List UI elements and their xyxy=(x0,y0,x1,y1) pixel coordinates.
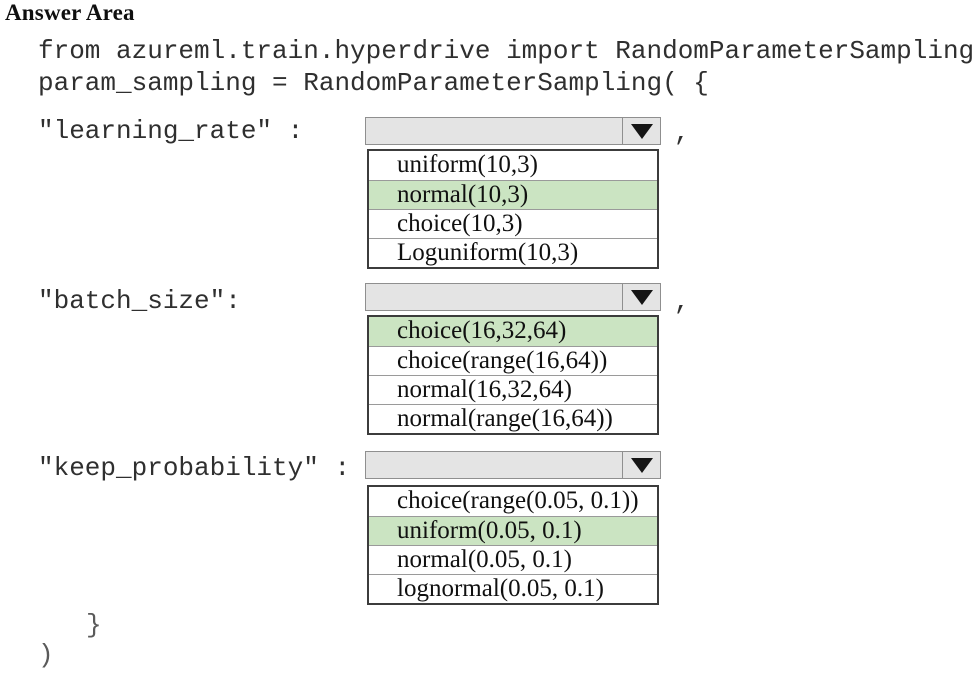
learning-rate-options-list: uniform(10,3) normal(10,3) choice(10,3) … xyxy=(367,149,659,269)
param-label-learning-rate: "learning_rate" : xyxy=(38,116,304,146)
batch-size-dropdown-value xyxy=(366,284,622,310)
option-choice-range-005-01[interactable]: choice(range(0.05, 0.1)) xyxy=(397,487,639,514)
chevron-down-icon[interactable] xyxy=(622,452,660,478)
option-choice-10-3[interactable]: choice(10,3) xyxy=(369,209,657,238)
closing-brace: } xyxy=(86,610,102,640)
param-label-batch-size: "batch_size": xyxy=(38,286,241,316)
batch-size-options-list: choice(16,32,64) choice(range(16,64)) no… xyxy=(367,315,659,435)
keep-probability-dropdown-value xyxy=(366,452,622,478)
chevron-down-icon[interactable] xyxy=(622,118,660,144)
closing-paren: ) xyxy=(38,640,54,670)
code-line-param-sampling: param_sampling = RandomParameterSampling… xyxy=(38,68,709,98)
dropdown-arrow-icon xyxy=(630,123,653,139)
learning-rate-dropdown-value xyxy=(366,118,622,144)
keep-probability-options-list: choice(range(0.05, 0.1)) uniform(0.05, 0… xyxy=(367,485,659,605)
dropdown-arrow-icon xyxy=(630,289,653,305)
option-normal-005-01[interactable]: normal(0.05, 0.1) xyxy=(369,545,657,574)
option-uniform-10-3[interactable]: uniform(10,3) xyxy=(397,151,538,178)
option-normal-10-3-selected[interactable]: normal(10,3) xyxy=(369,180,657,209)
param-label-keep-probability: "keep_probability" : xyxy=(38,453,351,483)
code-line-import: from azureml.train.hyperdrive import Ran… xyxy=(38,36,974,66)
comma-separator: , xyxy=(674,287,690,317)
option-uniform-005-01-selected[interactable]: uniform(0.05, 0.1) xyxy=(369,516,657,545)
learning-rate-dropdown[interactable] xyxy=(365,117,661,145)
option-choice-range-16-64[interactable]: choice(range(16,64)) xyxy=(369,346,657,375)
option-lognormal-005-01[interactable]: lognormal(0.05, 0.1) xyxy=(369,574,657,603)
option-loguniform-10-3[interactable]: Loguniform(10,3) xyxy=(369,238,657,267)
batch-size-dropdown[interactable] xyxy=(365,283,661,311)
dropdown-arrow-icon xyxy=(630,457,653,473)
comma-separator: , xyxy=(674,118,690,148)
option-normal-16-32-64[interactable]: normal(16,32,64) xyxy=(369,375,657,404)
page-title: Answer Area xyxy=(5,0,135,25)
option-choice-16-32-64-selected[interactable]: choice(16,32,64) xyxy=(369,317,657,346)
option-normal-range-16-64[interactable]: normal(range(16,64)) xyxy=(369,404,657,433)
keep-probability-dropdown[interactable] xyxy=(365,451,661,479)
chevron-down-icon[interactable] xyxy=(622,284,660,310)
